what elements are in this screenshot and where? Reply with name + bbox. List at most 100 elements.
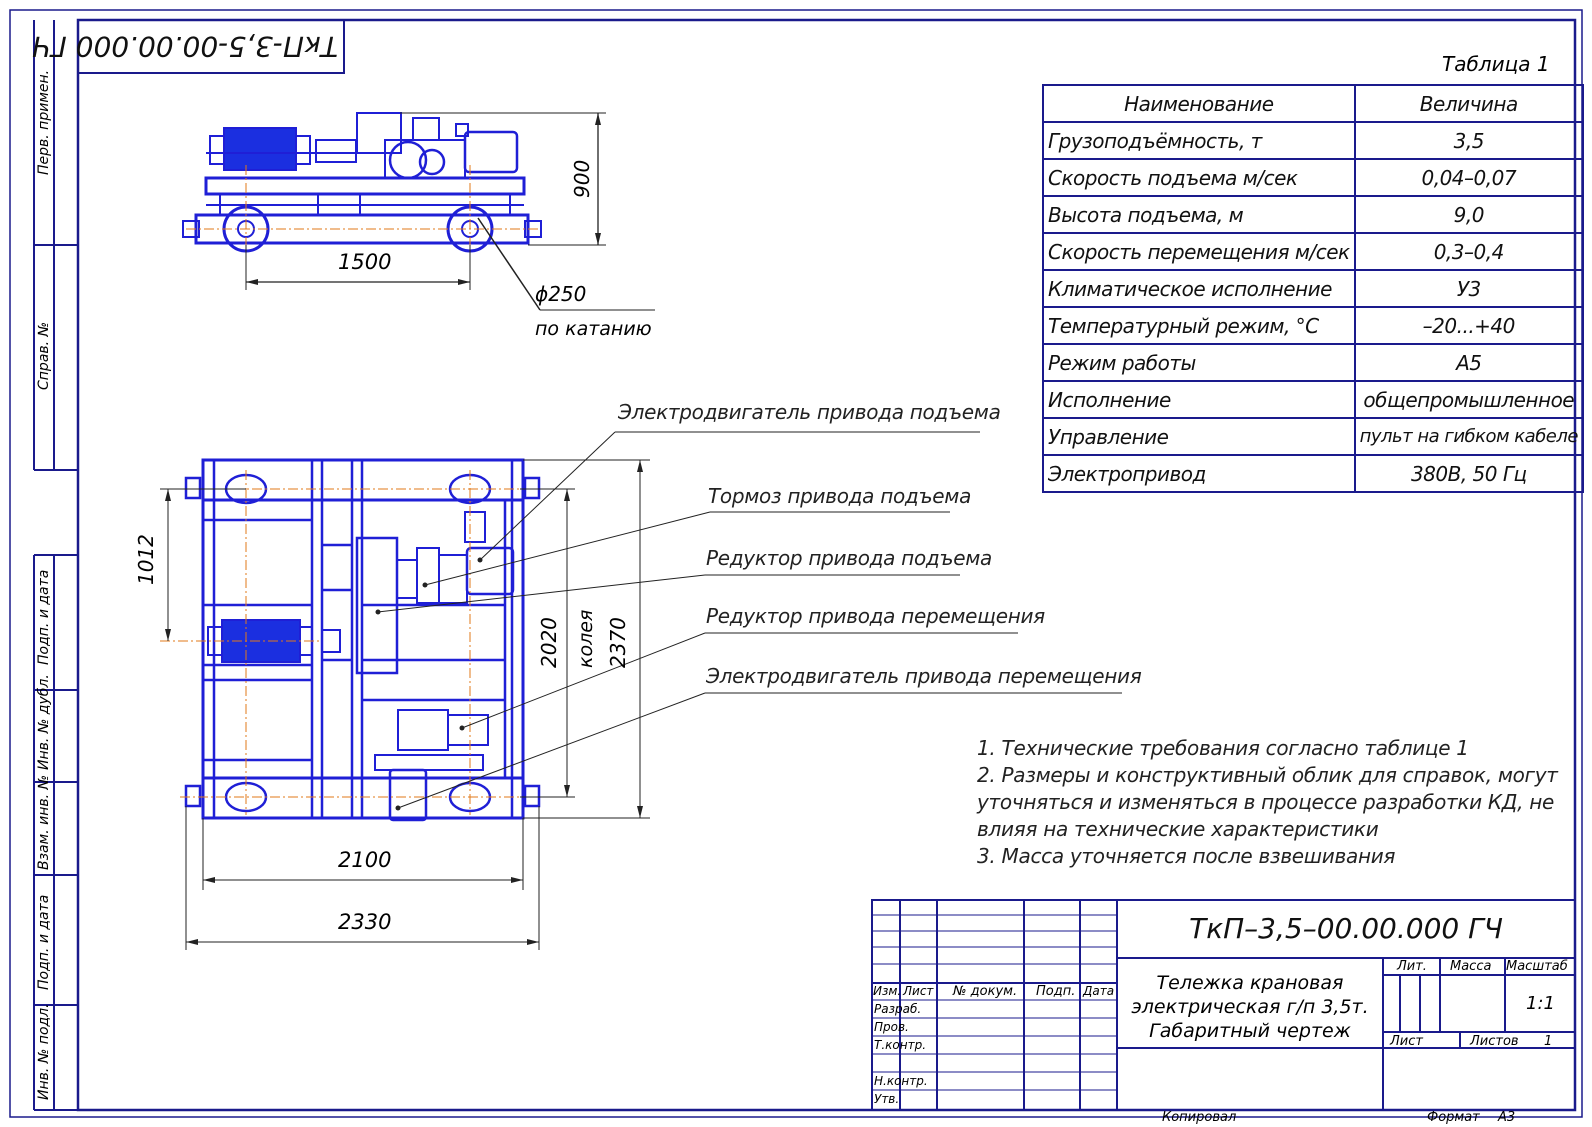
wheel-note: по катанию bbox=[535, 318, 652, 340]
spec-value: 0,04–0,07 bbox=[1353, 158, 1584, 197]
spec-name: Грузоподъёмность, т bbox=[1042, 121, 1356, 160]
row-utv: Утв. bbox=[874, 1092, 900, 1106]
lit-label: Лит. bbox=[1397, 959, 1427, 974]
mass-label: Масса bbox=[1450, 959, 1492, 974]
callout-travel-reducer: Редуктор привода перемещения bbox=[706, 604, 1045, 628]
format-value: А3 bbox=[1498, 1110, 1516, 1125]
plan-view-hoist-motor bbox=[465, 546, 515, 596]
dim-1500: 1500 bbox=[338, 250, 392, 274]
spec-value: А5 bbox=[1353, 343, 1584, 382]
spec-value: 3,5 bbox=[1353, 121, 1584, 160]
spec-row: Температурный режим, °С–20...+40 bbox=[1042, 306, 1584, 345]
doc-number: ТкП–3,5–00.00.000 ГЧ bbox=[1189, 912, 1503, 945]
table-caption: Таблица 1 bbox=[1442, 52, 1550, 76]
plan-view-travel-reducer bbox=[397, 709, 449, 751]
sheets-value: 1 bbox=[1544, 1034, 1553, 1049]
drawing-name-line-2: электрическая г/п 3,5т. bbox=[1131, 996, 1369, 1018]
side-label-perv-primen: Перв. примен. bbox=[36, 69, 52, 175]
col-list: Лист bbox=[903, 984, 934, 998]
callout-hoist-brake: Тормоз привода подъема bbox=[708, 484, 972, 508]
plan-view-travel-motor bbox=[388, 768, 428, 822]
side-strip bbox=[33, 20, 78, 1111]
note-line-4: влияя на технические характеристики bbox=[977, 817, 1379, 841]
spec-name: Электропривод bbox=[1042, 454, 1356, 493]
spec-header-value: Величина bbox=[1353, 84, 1584, 123]
rotated-stamp: ТкП-3,5-00.00.000 ГЧ bbox=[31, 30, 338, 63]
note-line-2: 2. Размеры и конструктивный облик для сп… bbox=[977, 763, 1558, 787]
dim-900: 900 bbox=[570, 159, 594, 198]
col-podp: Подп. bbox=[1036, 984, 1076, 999]
spec-header-name: Наименование bbox=[1042, 84, 1356, 123]
side-view bbox=[182, 112, 655, 311]
sheets-label: Листов bbox=[1470, 1034, 1519, 1049]
spec-value: пульт на гибком кабеле bbox=[1353, 417, 1584, 456]
row-prov: Пров. bbox=[874, 1020, 909, 1034]
dim-2100: 2100 bbox=[338, 848, 392, 872]
callout-travel-motor: Электродвигатель привода перемещения bbox=[706, 664, 1142, 688]
dim-2020: 2020 bbox=[537, 617, 561, 668]
spec-name: Высота подъема, м bbox=[1042, 195, 1356, 234]
note-line-5: 3. Масса уточняется после взвешивания bbox=[977, 844, 1396, 868]
outer-border bbox=[9, 9, 1583, 1118]
spec-value: У3 bbox=[1353, 269, 1584, 308]
scale-value: 1:1 bbox=[1526, 993, 1555, 1014]
spec-name: Климатическое исполнение bbox=[1042, 269, 1356, 308]
spec-name: Режим работы bbox=[1042, 343, 1356, 382]
row-tkontr: Т.контр. bbox=[874, 1038, 927, 1052]
side-label-vzam-inv: Взам. инв. № bbox=[36, 774, 52, 870]
side-view-electric-motor bbox=[463, 130, 519, 174]
spec-value: общепромышленное bbox=[1353, 380, 1584, 419]
spec-value: 380В, 50 Гц bbox=[1353, 454, 1584, 493]
callout-hoist-reducer: Редуктор привода подъема bbox=[706, 546, 993, 570]
spec-name: Температурный режим, °С bbox=[1042, 306, 1356, 345]
dim-1012: 1012 bbox=[134, 534, 158, 585]
row-razrab: Разраб. bbox=[874, 1002, 922, 1016]
col-data: Дата bbox=[1083, 984, 1115, 998]
side-view-drum bbox=[223, 127, 297, 171]
row-nkontr: Н.контр. bbox=[874, 1074, 928, 1088]
side-label-podp-data-2: Подп. и дата bbox=[36, 894, 52, 990]
spec-table-header: Наименование Величина bbox=[1042, 84, 1584, 123]
side-label-inv-dubl: Инв. № дубл. bbox=[36, 674, 52, 770]
spec-value: 9,0 bbox=[1353, 195, 1584, 234]
spec-table: Наименование Величина Грузоподъёмность, … bbox=[1042, 84, 1584, 493]
callout-hoist-motor: Электродвигатель привода подъема bbox=[618, 400, 1001, 424]
title-block-grid bbox=[871, 899, 1576, 1111]
plan-view-hoist-reducer bbox=[355, 536, 399, 675]
format-label: Формат bbox=[1427, 1110, 1480, 1125]
spec-name: Управление bbox=[1042, 417, 1356, 456]
inner-frame bbox=[76, 18, 1577, 1112]
sheet-label: Лист bbox=[1390, 1034, 1423, 1049]
side-label-sprav: Справ. № bbox=[36, 321, 52, 390]
drawing-name-line-3: Габаритный чертеж bbox=[1149, 1020, 1351, 1042]
dim-2330: 2330 bbox=[338, 910, 392, 934]
spec-value: 0,3–0,4 bbox=[1353, 232, 1584, 271]
stamp-box bbox=[77, 19, 345, 74]
wheel-diameter: ϕ250 bbox=[535, 282, 587, 306]
spec-name: Скорость подъема м/сек bbox=[1042, 158, 1356, 197]
spec-value: –20...+40 bbox=[1353, 306, 1584, 345]
side-view-frame bbox=[204, 176, 526, 196]
col-doc: № докум. bbox=[953, 984, 1018, 999]
dim-gauge-label: колея bbox=[575, 609, 597, 668]
plan-view-hoist-brake bbox=[438, 554, 468, 604]
spec-name: Скорость перемещения м/сек bbox=[1042, 232, 1356, 271]
drawing-name-line-1: Тележка крановая bbox=[1156, 972, 1344, 994]
side-label-inv-podl: Инв. № подл. bbox=[36, 1003, 52, 1100]
note-line-3: уточняться и изменяться в процессе разра… bbox=[977, 790, 1555, 814]
copied-label: Копировал bbox=[1162, 1110, 1237, 1125]
scale-label: Масштаб bbox=[1506, 959, 1568, 974]
side-label-podp-data-1: Подп. и дата bbox=[36, 569, 52, 665]
col-izm: Изм. bbox=[873, 984, 902, 998]
plan-view bbox=[160, 431, 1122, 950]
spec-name: Исполнение bbox=[1042, 380, 1356, 419]
